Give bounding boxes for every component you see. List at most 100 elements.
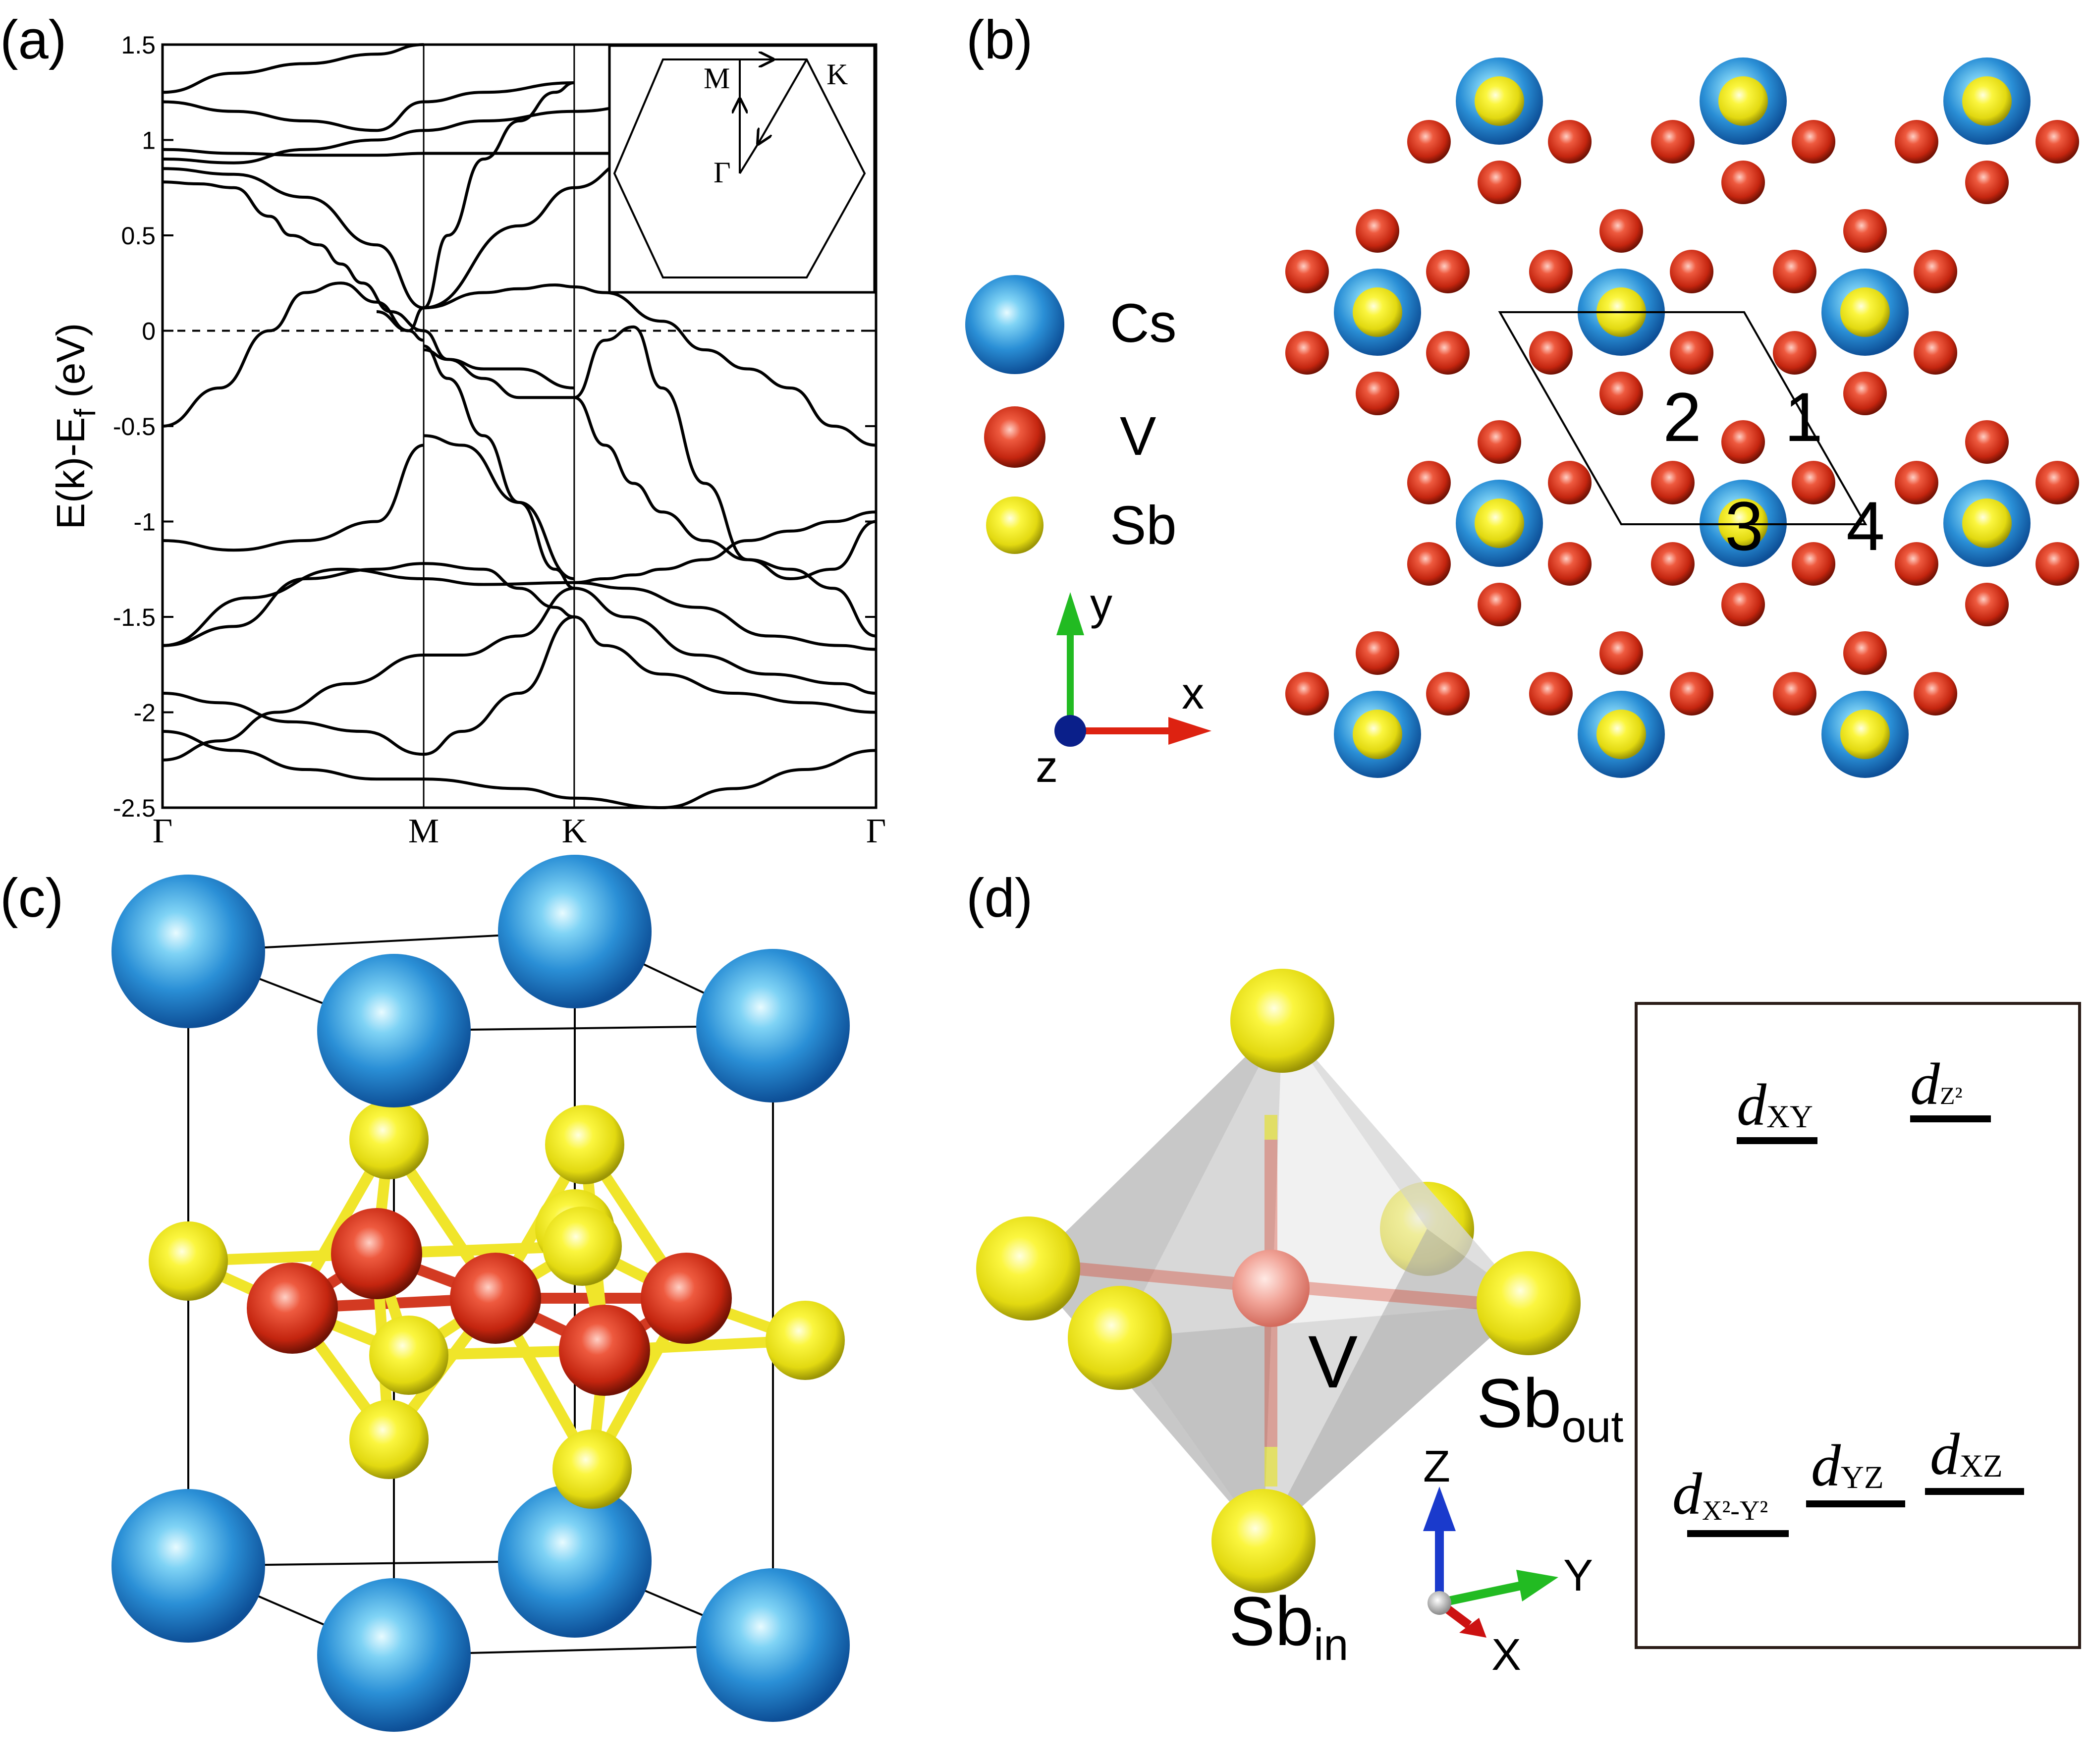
sb-out-main: Sb <box>1477 1364 1561 1442</box>
v-atom-center <box>1232 1250 1310 1327</box>
v-atom <box>1792 542 1836 586</box>
band-line <box>162 81 574 132</box>
band-line <box>162 167 424 310</box>
sb-out-label: Sbout <box>1477 1364 1623 1452</box>
sb-atom-right <box>1477 1251 1581 1355</box>
v-atom <box>1965 583 2009 627</box>
v-atom <box>1965 161 2009 205</box>
band-line <box>424 186 575 310</box>
k-point-label: K <box>562 812 587 850</box>
site-number-3: 3 <box>1725 487 1763 565</box>
v-atom <box>1772 331 1816 375</box>
axis-x-label: x <box>1182 669 1204 718</box>
v-atom <box>1914 331 1958 375</box>
sb-in-sub: in <box>1314 1620 1348 1670</box>
v-atom <box>559 1305 650 1396</box>
axis-y-arrow <box>1438 1581 1522 1607</box>
sb-atom-front <box>1068 1286 1172 1390</box>
band-line <box>162 180 320 247</box>
site-number-1: 1 <box>1784 378 1823 456</box>
k-point-label: Γ <box>866 812 886 850</box>
sb-atom <box>1475 498 1524 548</box>
atom-legend: Cs V Sb <box>965 275 1177 556</box>
sb-out-sub: out <box>1561 1402 1623 1452</box>
legend-sb-sphere <box>986 496 1044 554</box>
band-line <box>574 510 877 584</box>
v-atom <box>1529 249 1573 293</box>
v-atom <box>1721 583 1765 627</box>
cs-atom <box>317 1578 471 1732</box>
band-line <box>162 562 424 647</box>
v-atom <box>1407 120 1451 164</box>
panel-label-c: (c) <box>0 868 63 929</box>
y-tick-label: -0.5 <box>113 413 156 441</box>
sb-atom <box>766 1301 845 1380</box>
cs-atom <box>111 1489 265 1643</box>
site-number-4: 4 <box>1846 487 1885 565</box>
cs-atom <box>317 954 471 1107</box>
legend-v-label: V <box>1120 406 1156 467</box>
orbital-label: dZ² <box>1910 1051 1963 1117</box>
band-line <box>162 43 424 94</box>
sb-atom <box>552 1430 632 1509</box>
sb-atom <box>1962 498 2012 548</box>
v-atom <box>1792 460 1836 504</box>
band-line <box>162 281 424 428</box>
v-atom <box>1843 209 1887 253</box>
band-line <box>424 587 575 657</box>
v-atom <box>1792 120 1836 164</box>
orbital-label: dYZ <box>1811 1433 1884 1498</box>
sb-atom <box>1718 76 1768 126</box>
legend-cs-sphere <box>965 275 1064 374</box>
v-atom <box>1426 249 1470 293</box>
path-k-gamma-end <box>739 143 759 174</box>
v-atom <box>641 1253 732 1344</box>
sb-atom <box>1840 287 1890 337</box>
v-atom <box>1478 583 1521 627</box>
band-line <box>162 692 424 756</box>
v-atom <box>2035 460 2080 504</box>
cs-atom <box>498 1484 652 1638</box>
y-axis-label-unit: (eV) <box>49 323 93 409</box>
y-tick-label: -1 <box>134 508 156 536</box>
y-tick-label: -2.5 <box>113 794 156 822</box>
axis-z-head <box>1423 1487 1456 1531</box>
v-atom <box>450 1253 541 1344</box>
y-tick-label: -1.5 <box>113 604 156 631</box>
v-atom <box>2035 120 2080 164</box>
v-atom <box>1894 460 1938 504</box>
axis-y-label: Y <box>1563 1551 1593 1600</box>
v-atom <box>1356 372 1399 416</box>
v-atom <box>331 1208 422 1299</box>
orbital-label: dX²-Y² <box>1672 1461 1768 1527</box>
v-atom <box>1599 631 1643 675</box>
v-atom <box>1285 671 1329 716</box>
v-atom <box>1650 460 1695 504</box>
band-line <box>574 587 877 695</box>
k-point-label: Γ <box>153 812 172 850</box>
y-tick-label: 1 <box>142 127 156 155</box>
v-atom <box>1426 671 1470 716</box>
band-line <box>319 243 574 389</box>
v-atom <box>1772 671 1816 716</box>
k-point-label: M <box>408 812 439 850</box>
v-atom <box>1650 542 1695 586</box>
v-atom <box>1965 420 2009 464</box>
cs-atom <box>498 855 652 1008</box>
y-tick-label: 1.5 <box>121 31 156 59</box>
inset-label-k: K <box>826 58 848 91</box>
path-k-gamma <box>758 59 808 144</box>
octahedron-face <box>1282 1021 1529 1303</box>
axis-z-label: z <box>1036 742 1058 792</box>
brillouin-zone-inset: M K Γ <box>608 44 876 294</box>
inset-label-gamma: Γ <box>714 156 731 189</box>
axes-triad-b: y x z <box>1036 580 1211 792</box>
axis-z-label: Z <box>1423 1442 1450 1491</box>
site-number-2: 2 <box>1663 378 1702 456</box>
panel-label-d: (d) <box>966 868 1033 929</box>
v-atom <box>1285 331 1329 375</box>
v-atom <box>1285 249 1329 293</box>
orbital-dz2: dZ² <box>1910 1051 1991 1122</box>
